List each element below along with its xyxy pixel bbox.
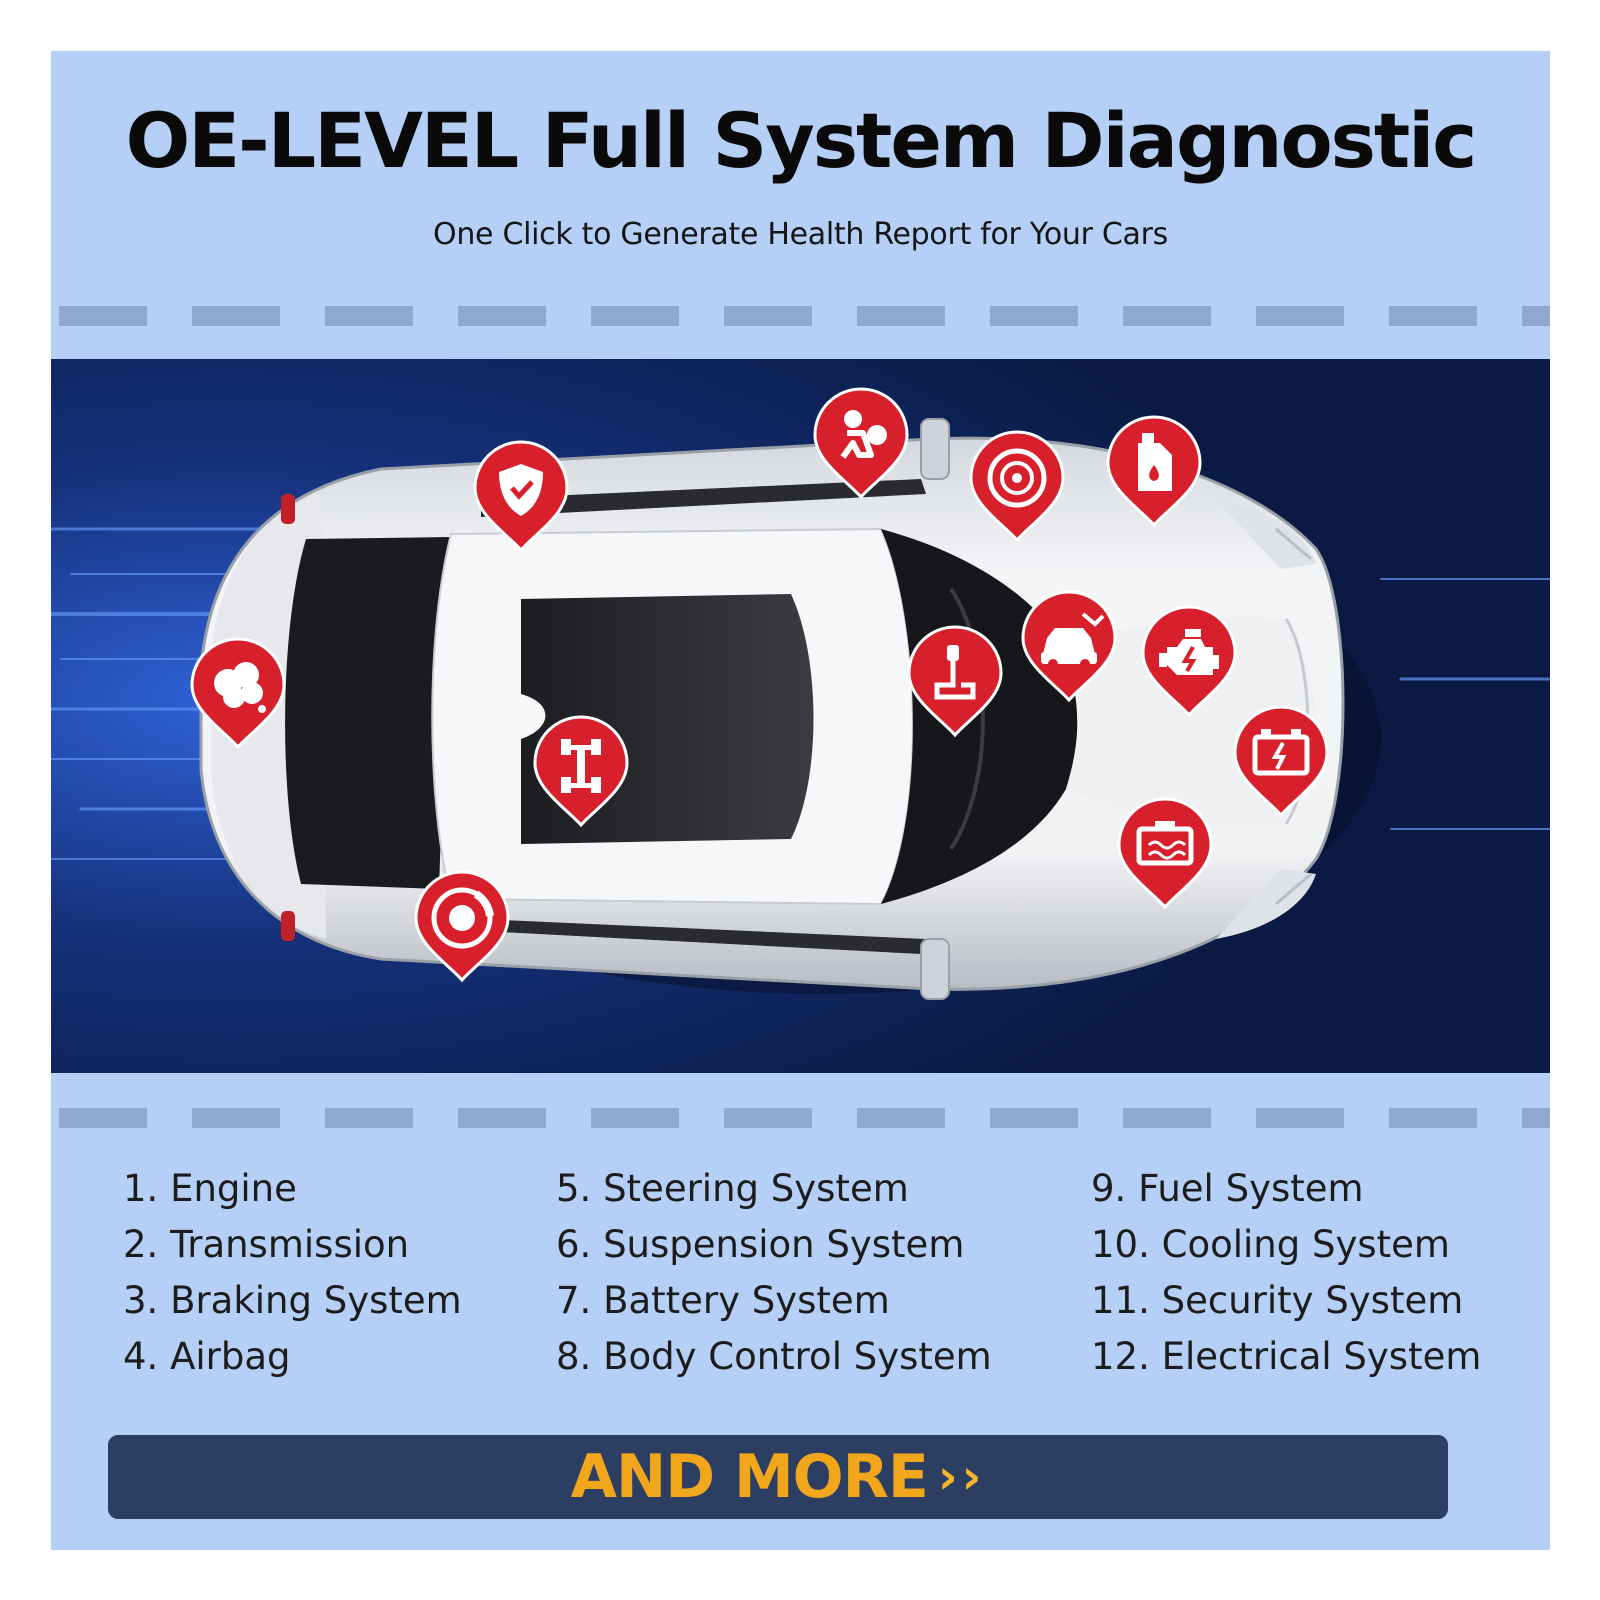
suspension-icon	[533, 715, 629, 828]
list-item: 2. Transmission	[123, 1223, 410, 1266]
list-item: 3. Braking System	[123, 1279, 462, 1322]
body-control-icon	[1021, 590, 1117, 703]
airbag-icon	[813, 387, 909, 500]
list-item: 5. Steering System	[556, 1167, 909, 1210]
engine-icon	[1141, 605, 1237, 718]
page-title: OE-LEVEL Full System Diagnostic	[125, 96, 1478, 185]
steering-wheel-icon	[969, 430, 1065, 543]
list-item: 6. Suspension System	[556, 1223, 965, 1266]
list-item: 4. Airbag	[123, 1335, 291, 1378]
brake-disc-icon	[414, 870, 510, 983]
exhaust-smoke-icon	[190, 637, 286, 750]
systems-column-1: 1. Engine 2. Transmission 3. Braking Sys…	[123, 1161, 462, 1385]
and-more-banner: AND MORE ››	[108, 1435, 1448, 1519]
systems-column-3: 9. Fuel System 10. Cooling System 11. Se…	[1091, 1161, 1481, 1385]
car-road-scene	[51, 359, 1550, 1073]
list-item: 9. Fuel System	[1091, 1167, 1364, 1210]
lane-dashes-top	[59, 306, 1550, 326]
systems-column-2: 5. Steering System 6. Suspension System …	[556, 1161, 992, 1385]
coolant-icon	[1117, 797, 1213, 910]
fuel-can-icon	[1106, 415, 1202, 528]
rear-window	[285, 537, 451, 889]
list-item: 11. Security System	[1091, 1279, 1464, 1322]
speed-streaks	[51, 527, 1550, 860]
list-item: 10. Cooling System	[1091, 1223, 1450, 1266]
systems-list: 1. Engine 2. Transmission 3. Braking Sys…	[51, 1161, 1550, 1401]
battery-icon	[1233, 705, 1329, 818]
lane-dashes-bottom	[59, 1108, 1550, 1128]
and-more-label: AND MORE	[570, 1442, 929, 1512]
chevron-right-icon: ››	[937, 1449, 986, 1505]
side-mirror-bottom	[920, 938, 950, 1000]
list-item: 1. Engine	[123, 1167, 297, 1210]
security-shield-icon	[473, 440, 569, 553]
page-subtitle: One Click to Generate Health Report for …	[433, 217, 1168, 252]
list-item: 8. Body Control System	[556, 1335, 992, 1378]
list-item: 7. Battery System	[556, 1279, 890, 1322]
gear-shift-icon	[907, 625, 1003, 738]
list-item: 12. Electrical System	[1091, 1335, 1482, 1378]
car-top-view	[199, 418, 1381, 1000]
ad-panel: OE-LEVEL Full System Diagnostic One Clic…	[51, 51, 1550, 1550]
side-mirror-top	[920, 418, 950, 480]
